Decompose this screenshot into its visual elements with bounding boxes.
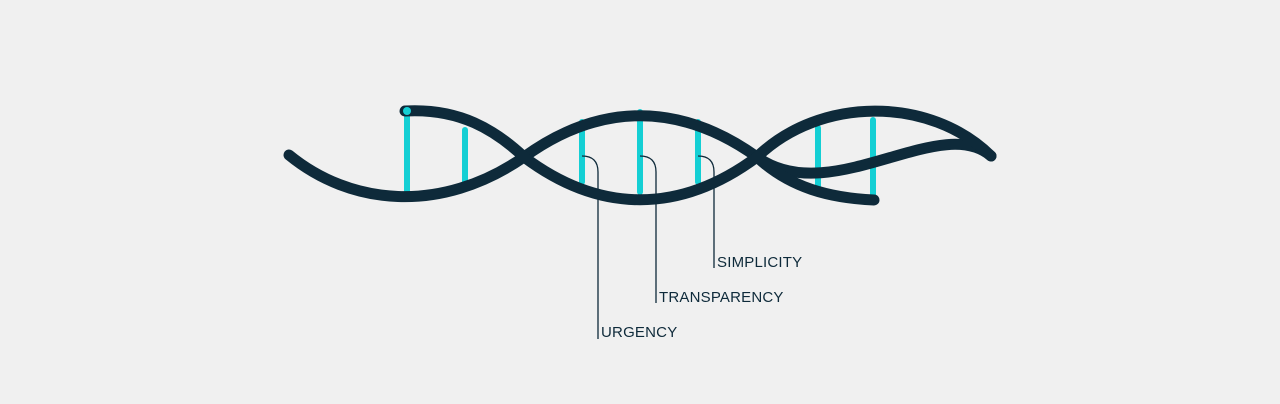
label-simplicity: SIMPLICITY [717,254,802,271]
leader-urgency [581,155,599,339]
leader-transparency [639,155,657,303]
strand-tail [751,151,880,206]
helix-strands [283,105,997,206]
label-urgency: URGENCY [601,324,677,341]
leader-lines [581,155,715,339]
strand-b [399,105,997,206]
strand-a [283,110,997,203]
rung-cap-top [403,107,411,115]
leader-simplicity [697,155,715,268]
label-transparency: TRANSPARENCY [659,289,784,306]
